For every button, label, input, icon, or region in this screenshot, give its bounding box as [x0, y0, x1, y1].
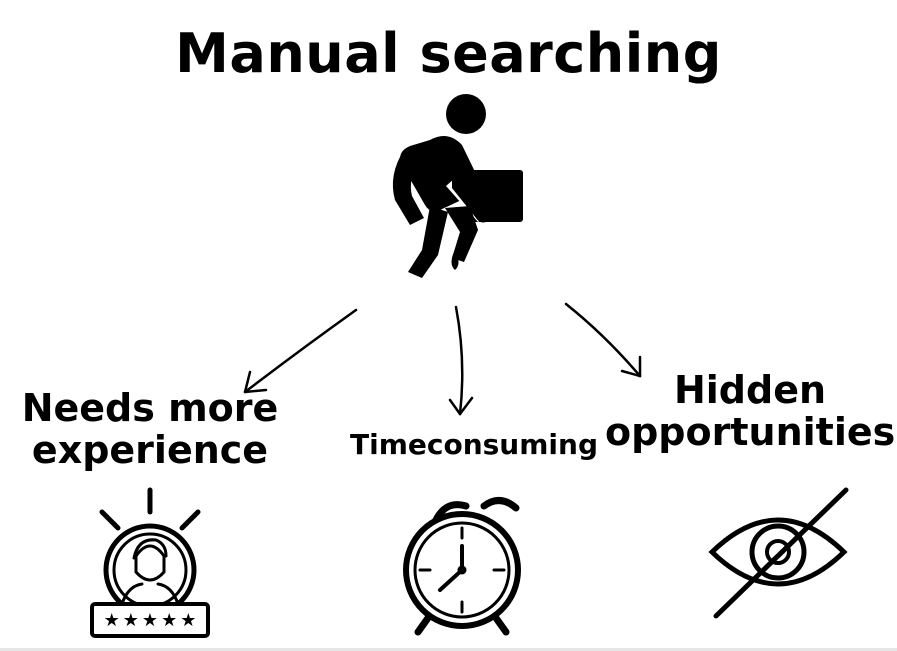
star-icon: ★ — [161, 610, 178, 631]
alarm-clock-icon — [403, 497, 521, 636]
label-timeconsuming: Timeconsuming — [350, 428, 598, 461]
label-line: opportunities — [605, 409, 896, 454]
label-line: Needs more — [21, 386, 279, 430]
star-icon: ★ — [141, 610, 159, 631]
rating-stars: ★★★★★ — [92, 606, 208, 636]
diagram-title: Manual searching — [175, 22, 722, 85]
label-line: Hidden — [673, 368, 827, 412]
label-line: experience — [31, 427, 269, 472]
label-hidden-opportunities: Hidden opportunities — [605, 368, 896, 454]
arrow-to-experience — [243, 308, 358, 394]
person-carrying-box-icon — [392, 94, 523, 278]
arrow-to-timeconsuming — [448, 305, 474, 416]
bottom-divider — [0, 648, 897, 651]
eye-slash-icon — [708, 487, 849, 619]
star-icon: ★ — [180, 610, 197, 631]
arrow-to-hidden — [564, 302, 642, 378]
expert-rating-icon — [90, 487, 210, 638]
star-icon: ★ — [103, 610, 120, 631]
label-needs-more-experience: Needs more experience — [20, 386, 280, 472]
star-icon: ★ — [122, 610, 139, 631]
